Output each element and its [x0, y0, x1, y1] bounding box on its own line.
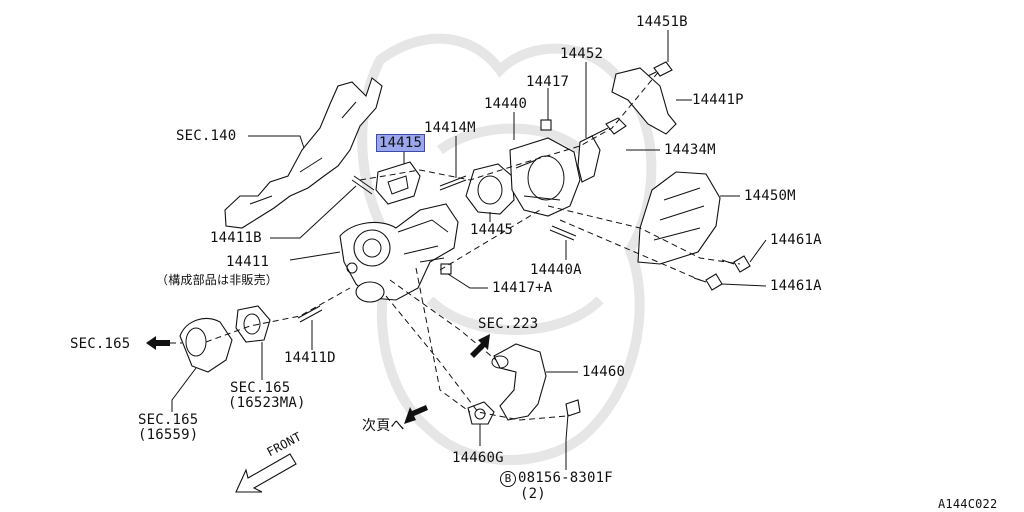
bolt-08156-8301F [565, 399, 581, 417]
label-sec165-bot-code: (16559) [138, 427, 199, 443]
label-sec165-left[interactable]: SEC.165 [70, 336, 131, 352]
label-sec165-mid-code: (16523MA) [228, 395, 306, 411]
label-sec165-mid[interactable]: SEC.165 [230, 380, 291, 396]
label-14461A-upper: 14461A [770, 232, 822, 248]
label-14440: 14440 [484, 96, 528, 112]
label-14414M: 14414M [424, 120, 476, 136]
gasket-16523MA [235, 305, 271, 343]
gasket-14415 [375, 161, 421, 205]
figure-id: A144C022 [938, 497, 998, 511]
label-14440A: 14440A [530, 262, 582, 278]
label-14411D: 14411D [284, 350, 336, 366]
label-14411-note: （構成部品は非販売） [156, 273, 279, 287]
stud-14440A [549, 225, 577, 241]
label-14441P: 14441P [692, 92, 744, 108]
label-14417A: 14417+A [492, 280, 553, 296]
turbocharger-14411 [339, 203, 459, 303]
bolt-14451B [653, 61, 673, 77]
label-14452: 14452 [560, 46, 604, 62]
front-arrow-icon [235, 453, 297, 493]
bolt-14434M [605, 117, 627, 135]
bracket-14452 [577, 135, 601, 183]
label-14411: 14411 [226, 254, 270, 270]
stud-14411B [351, 175, 375, 195]
heat-shield-14441P [611, 67, 677, 135]
label-14434M: 14434M [664, 142, 716, 158]
label-14460G: 14460G [452, 450, 504, 466]
label-14461A-lower: 14461A [770, 278, 822, 294]
bolt-14461A-lower [705, 273, 723, 291]
label-sec223[interactable]: SEC.223 [478, 316, 539, 332]
assembly-dashed-lines [205, 69, 741, 421]
label-sec140[interactable]: SEC.140 [176, 128, 237, 144]
label-sec165-bot[interactable]: SEC.165 [138, 412, 199, 428]
label-14411B: 14411B [210, 230, 262, 246]
label-bolt-qty: (2) [520, 486, 546, 502]
leader-lines [171, 30, 767, 470]
stud-14411D [297, 305, 323, 323]
label-14450M: 14450M [744, 188, 796, 204]
heat-insulator-14450M [637, 171, 721, 265]
label-14460: 14460 [582, 364, 626, 380]
bolt-code: 08156-8301F [518, 470, 613, 486]
exhaust-outlet-14440 [509, 137, 581, 217]
exhaust-manifold [224, 77, 383, 229]
label-next-page[interactable]: 次頁へ [362, 418, 405, 434]
gasket-14445 [465, 163, 515, 215]
bolt-symbol-icon: B [500, 471, 516, 487]
tube-14460 [493, 343, 547, 421]
bolt-14461A-upper [733, 255, 751, 273]
label-14417: 14417 [526, 74, 570, 90]
label-14445: 14445 [470, 222, 514, 238]
nut-14417 [540, 119, 552, 131]
direction-arrows [146, 334, 490, 493]
label-14451B: 14451B [636, 14, 688, 30]
stud-14414M [439, 175, 467, 191]
label-14415[interactable]: 14415 [376, 134, 426, 152]
